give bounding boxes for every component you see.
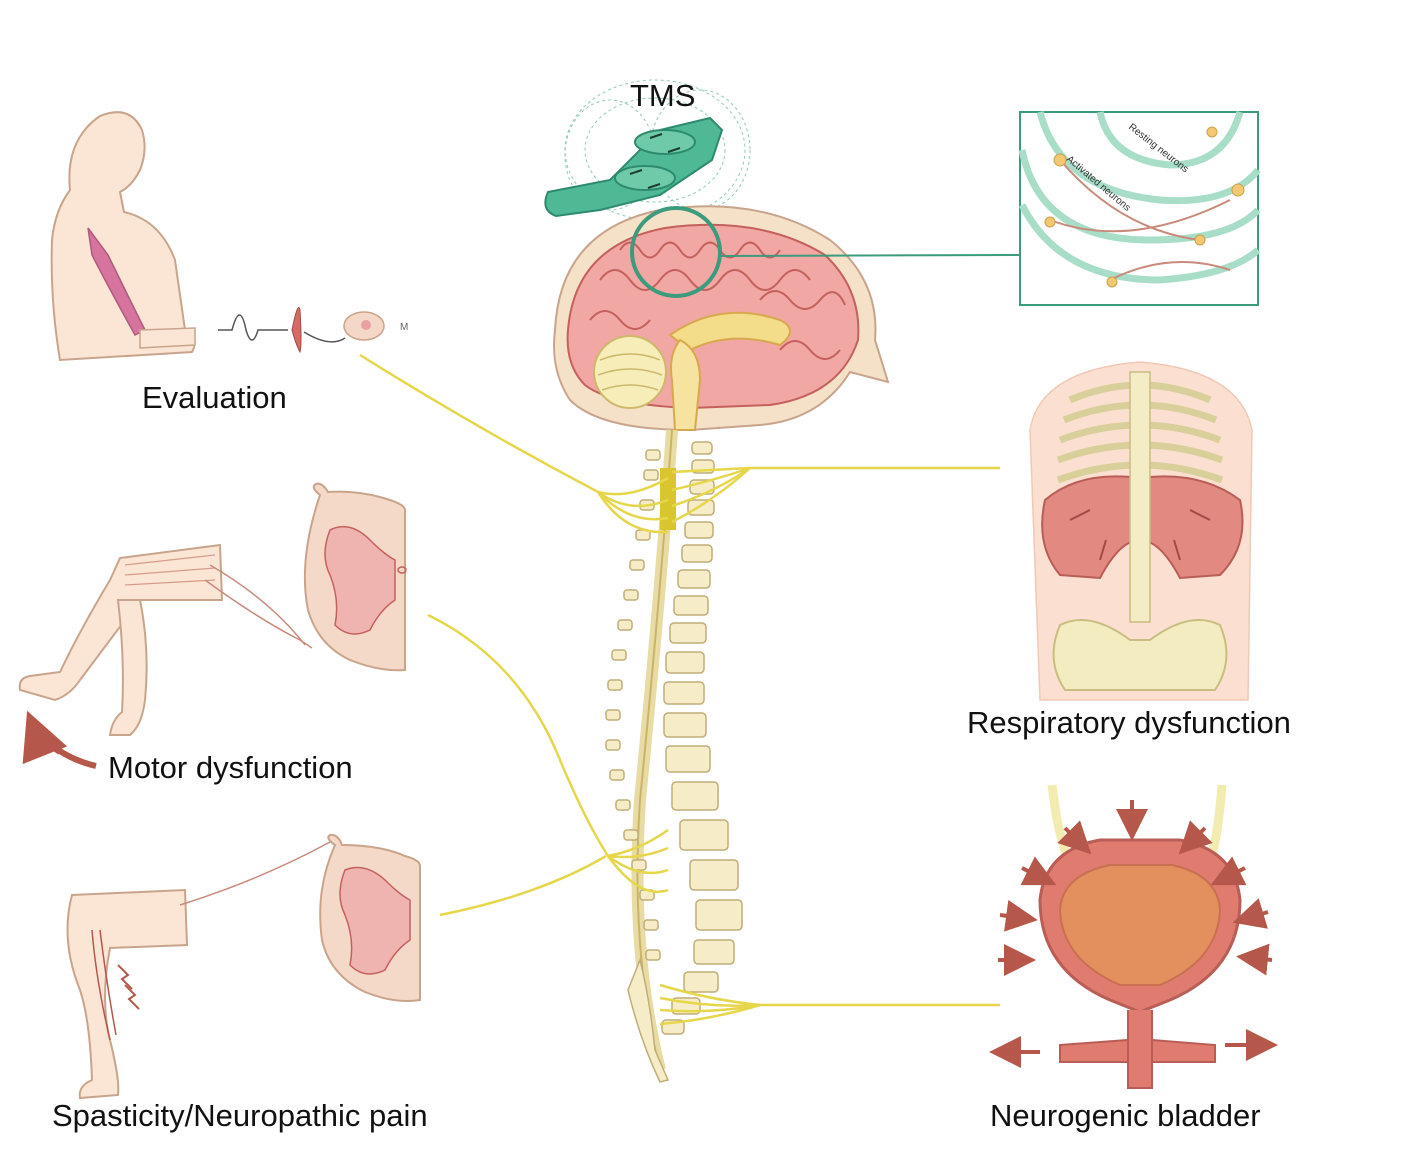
neuron-inset: Resting neurons Activated neurons — [1018, 111, 1261, 306]
spasticity-neuropathic-pain-label: Spasticity/Neuropathic pain — [52, 1098, 428, 1133]
evaluation-figure: M — [50, 111, 408, 362]
highlighted-spinal-segment — [660, 468, 676, 530]
respiratory-figure — [1029, 361, 1253, 701]
motor-figure — [18, 482, 407, 769]
nerve-connectors — [359, 353, 1000, 1026]
brain-illustration — [553, 205, 890, 432]
inset-connector-line — [719, 254, 1021, 257]
tms-target-circle — [630, 206, 722, 298]
tms-coil-illustration — [544, 79, 751, 221]
neurogenic-bladder-label: Neurogenic bladder — [990, 1098, 1261, 1133]
emg-marker-label: M — [400, 322, 408, 333]
motor-dysfunction-label: Motor dysfunction — [108, 750, 353, 785]
evaluation-label: Evaluation — [142, 380, 287, 415]
respiratory-dysfunction-label: Respiratory dysfunction — [967, 705, 1291, 740]
tms-label: TMS — [630, 78, 696, 113]
bladder-figure — [989, 784, 1278, 1089]
spasticity-figure — [66, 833, 421, 1100]
spinal-column-illustration — [605, 429, 743, 1083]
